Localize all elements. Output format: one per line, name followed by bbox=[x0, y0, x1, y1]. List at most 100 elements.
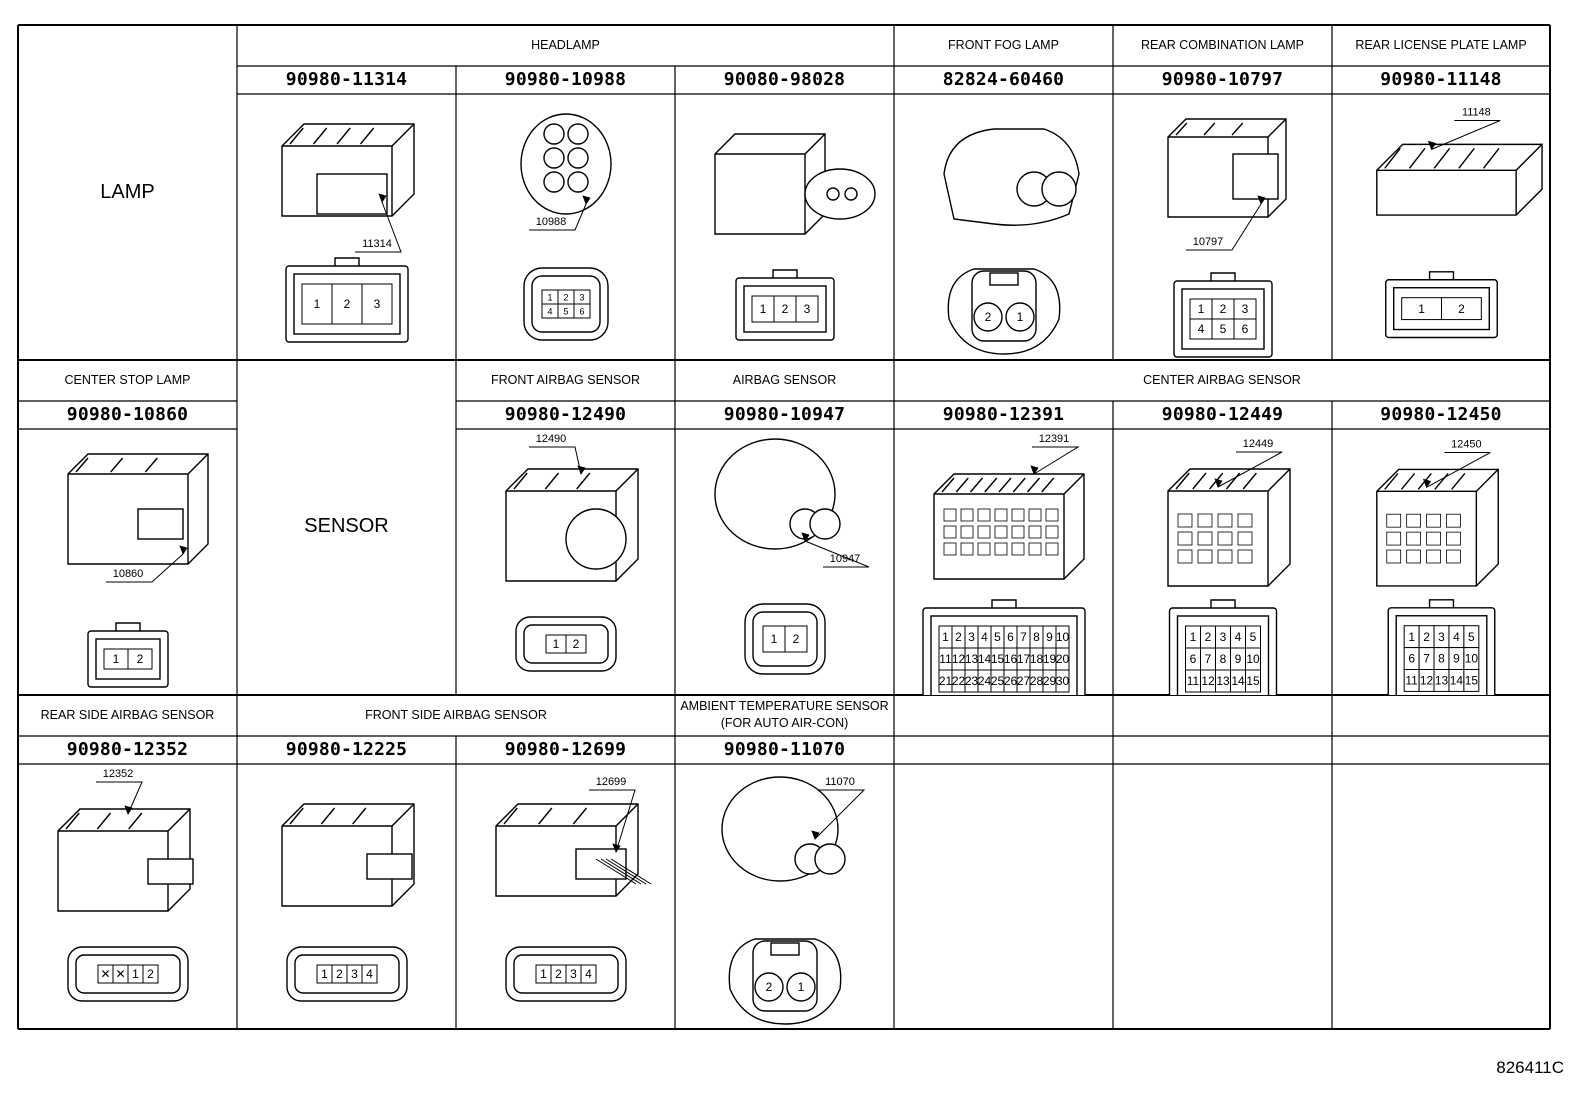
callout-arrow bbox=[1030, 465, 1039, 475]
pin-cavity bbox=[784, 625, 808, 653]
pin-number: 2 bbox=[793, 632, 800, 646]
pin-number: 13 bbox=[1435, 674, 1449, 688]
pin-number: 2 bbox=[766, 980, 773, 994]
pin-number: 7 bbox=[1020, 630, 1027, 644]
callout-arrow bbox=[124, 805, 133, 815]
pin-number: 3 bbox=[968, 630, 975, 644]
pin-number: 2 bbox=[1458, 302, 1465, 316]
part-number: 90980-12225 bbox=[285, 739, 408, 760]
callout-arrow bbox=[1422, 478, 1432, 489]
pin-number: ✕ bbox=[100, 967, 110, 981]
pin-number: 4 bbox=[1235, 630, 1242, 644]
connector-figure: 1 2 3 bbox=[714, 133, 876, 341]
pin-number: 6 bbox=[1190, 652, 1197, 666]
pin-number: 3 bbox=[1438, 630, 1445, 644]
pin-number: 4 bbox=[1198, 322, 1205, 336]
category-front-side-airbag-sensor: FRONT SIDE AIRBAG SENSOR bbox=[365, 708, 547, 722]
pin-number: 19 bbox=[1043, 652, 1057, 666]
pin-number: 27 bbox=[1017, 674, 1031, 688]
pin-number: 2 bbox=[955, 630, 962, 644]
callout-arrow bbox=[612, 843, 621, 853]
pin-number: 30 bbox=[1056, 674, 1070, 688]
pin-number: 25 bbox=[991, 674, 1005, 688]
pin-number: 20 bbox=[1056, 652, 1070, 666]
callout-label: 10860 bbox=[113, 568, 144, 580]
part-number: 90980-12699 bbox=[504, 739, 627, 760]
part-number: 82824-60460 bbox=[942, 69, 1065, 90]
pin-number: 1 bbox=[760, 302, 767, 316]
category-ambient-temperature-sensor: AMBIENT TEMPERATURE SENSOR bbox=[680, 699, 889, 713]
pin-number: 13 bbox=[965, 652, 979, 666]
category-front-airbag-sensor: FRONT AIRBAG SENSOR bbox=[490, 373, 641, 387]
part-number: 90980-10947 bbox=[723, 404, 846, 425]
pin-number: 9 bbox=[1453, 652, 1460, 666]
group-label-lamp: LAMP bbox=[100, 181, 155, 203]
pin-number: 3 bbox=[374, 297, 381, 311]
pin-number: 2 bbox=[1220, 302, 1227, 316]
pin-number: 2 bbox=[1205, 630, 1212, 644]
pin-number: 7 bbox=[1423, 652, 1430, 666]
pin-number: 1 bbox=[1017, 310, 1024, 324]
pin-number: 3 bbox=[1220, 630, 1227, 644]
pin-number: 11 bbox=[939, 652, 952, 666]
callout-arrow bbox=[1257, 195, 1266, 205]
callout-label: 11314 bbox=[362, 238, 392, 250]
pin-number: 24 bbox=[978, 674, 992, 688]
pin-number: 2 bbox=[782, 302, 789, 316]
pin-number: 3 bbox=[804, 302, 811, 316]
pin-number: 14 bbox=[1231, 674, 1245, 688]
pin-number: 15 bbox=[991, 652, 1005, 666]
pin-number: ✕ bbox=[115, 967, 125, 981]
part-number: 90980-10797 bbox=[1161, 69, 1284, 90]
pin-cavity bbox=[573, 303, 591, 319]
pin-number: 1 bbox=[113, 652, 120, 666]
pin-number: 2 bbox=[147, 967, 154, 981]
pin-number: 7 bbox=[1205, 652, 1212, 666]
group-label-sensor: SENSOR bbox=[304, 515, 389, 537]
pin-number: 12 bbox=[1201, 674, 1215, 688]
pin-cavity bbox=[565, 634, 587, 654]
callout-arrow bbox=[1214, 478, 1223, 488]
pin-number: 29 bbox=[1043, 674, 1057, 688]
pin-number: 1 bbox=[132, 967, 139, 981]
pin-number: 4 bbox=[1453, 630, 1460, 644]
pin-number: 15 bbox=[1246, 674, 1260, 688]
pin-number: 3 bbox=[579, 292, 584, 302]
callout-label: 12391 bbox=[1039, 433, 1070, 445]
pin-number: 1 bbox=[942, 630, 949, 644]
pin-number: 12 bbox=[1420, 674, 1434, 688]
pin-number: 2 bbox=[555, 967, 562, 981]
pin-number: 18 bbox=[1030, 652, 1044, 666]
pin-number: 5 bbox=[994, 630, 1001, 644]
pin-number: 23 bbox=[965, 674, 979, 688]
part-number: 90980-12450 bbox=[1380, 404, 1502, 425]
category-airbag-sensor: AIRBAG SENSOR bbox=[732, 373, 837, 387]
pin-number: 10 bbox=[1056, 630, 1070, 644]
pin-number: 10 bbox=[1246, 652, 1260, 666]
pin-number: 14 bbox=[1450, 674, 1464, 688]
callout-arrow bbox=[801, 532, 810, 542]
pin-number: 1 bbox=[553, 637, 560, 651]
callout-label: 12449 bbox=[1243, 438, 1274, 450]
pin-number: 1 bbox=[1198, 302, 1205, 316]
pin-cavity bbox=[795, 295, 819, 323]
callout-label: 10947 bbox=[830, 553, 861, 565]
callout-label: 12450 bbox=[1451, 438, 1481, 450]
pin-number: 1 bbox=[314, 297, 321, 311]
pin-number: 9 bbox=[1046, 630, 1053, 644]
part-number: 90980-12490 bbox=[504, 404, 627, 425]
callout-arrow bbox=[811, 830, 820, 840]
pin-number: 22 bbox=[952, 674, 966, 688]
pin-number: 17 bbox=[1017, 652, 1031, 666]
pin-number: 28 bbox=[1030, 674, 1044, 688]
pin-number: 1 bbox=[1408, 630, 1415, 644]
